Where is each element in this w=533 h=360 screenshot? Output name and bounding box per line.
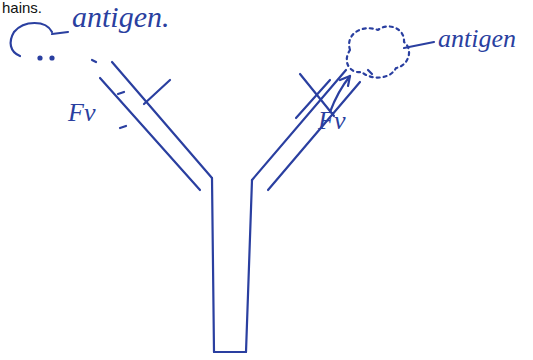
dash-mark bbox=[92, 60, 96, 62]
leader-line bbox=[404, 42, 434, 48]
antibody-stem bbox=[214, 351, 246, 353]
fv-label: Fv bbox=[318, 108, 345, 134]
antibody-arm bbox=[100, 78, 200, 190]
fv-label: Fv bbox=[68, 100, 95, 126]
leader-line bbox=[52, 32, 68, 34]
antigen-label: antigen. bbox=[72, 2, 170, 32]
antibody-arm bbox=[112, 62, 212, 178]
dash-mark bbox=[368, 70, 372, 74]
antibody-arm bbox=[252, 70, 346, 180]
dash-mark bbox=[120, 126, 126, 128]
antigen-outline bbox=[11, 23, 52, 56]
antibody-stem bbox=[246, 180, 252, 352]
antigen-label: antigen bbox=[438, 26, 516, 52]
dot bbox=[51, 57, 54, 60]
antibody-stem bbox=[212, 178, 214, 352]
domain-mark bbox=[144, 80, 170, 104]
cut-off-text: hains. bbox=[2, 0, 42, 15]
antigen-outline bbox=[347, 26, 409, 77]
pointer-arrow bbox=[330, 76, 350, 112]
arrow-head bbox=[340, 76, 350, 86]
dot bbox=[39, 57, 42, 60]
dash-mark bbox=[118, 92, 124, 94]
